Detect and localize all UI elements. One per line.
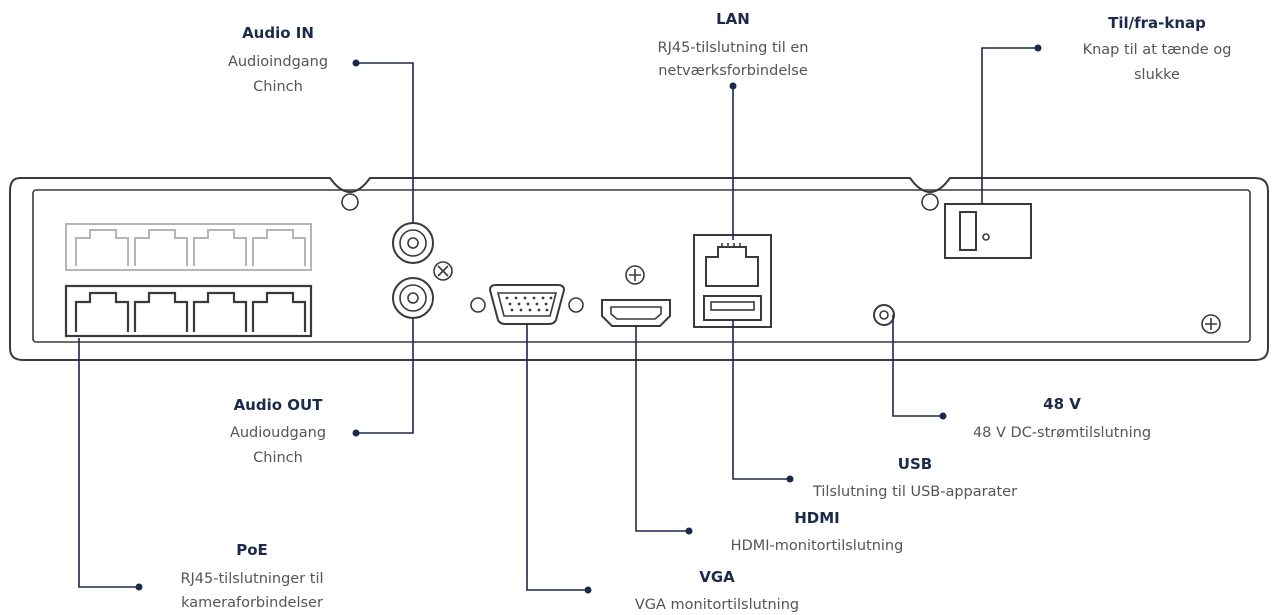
leader-switch: [981, 47, 1038, 204]
rj45-port-icon: [133, 291, 189, 332]
rj45-port-icon: [134, 229, 188, 266]
label-title: Audio OUT: [234, 396, 324, 414]
poe-ports-top-row: [65, 223, 312, 271]
label-audio-in: Audio IN Audioindgang Chinch: [228, 24, 328, 95]
audio-jacks: [392, 222, 453, 319]
audio-in-jack: [392, 222, 434, 264]
label-title: Audio IN: [242, 24, 314, 42]
poe-ports-bottom-row: [64, 284, 313, 338]
label-title: 48 V: [1043, 395, 1081, 413]
label-audio-out: Audio OUT Audioudgang Chinch: [230, 396, 326, 466]
label-hdmi: HDMI HDMI-monitortilslutning: [731, 509, 904, 554]
hdmi-port: [601, 265, 671, 327]
leader-usb: [732, 320, 790, 480]
label-poe: PoE RJ45-tilslutninger til kameraforbind…: [180, 541, 323, 611]
label-desc: Chinch: [253, 79, 303, 95]
rj45-port-icon: [192, 291, 248, 332]
label-desc: Knap til at tænde og: [1083, 42, 1232, 58]
label-title: PoE: [236, 541, 268, 559]
vga-screw-left: [470, 297, 486, 313]
label-desc: RJ45-tilslutning til en: [658, 40, 809, 56]
screw-icon: [433, 261, 453, 281]
leader-vga: [526, 324, 588, 591]
label-desc: Tilslutning til USB-apparater: [812, 484, 1017, 500]
label-title: LAN: [716, 10, 750, 28]
vga-screw-right: [568, 297, 584, 313]
label-desc: Audioudgang: [230, 425, 326, 441]
mounting-hole-left: [341, 193, 359, 211]
switch-indicator: [982, 233, 990, 241]
mounting-hole-right: [921, 193, 939, 211]
label-desc: RJ45-tilslutninger til: [180, 571, 323, 587]
chassis-inner-panel: [32, 189, 1251, 343]
rj45-port-icon: [193, 229, 247, 266]
label-switch: Til/fra-knap Knap til at tænde og slukke: [1083, 14, 1232, 83]
hdmi-connector: [601, 299, 671, 327]
label-title: VGA: [699, 568, 735, 586]
label-vga: VGA VGA monitortilslutning: [635, 568, 799, 613]
rj45-port-icon: [252, 229, 306, 266]
vga-port: [470, 284, 584, 325]
label-desc: VGA monitortilslutning: [635, 597, 799, 613]
rj45-port-icon: [75, 229, 129, 266]
dc-jack-outer: [873, 304, 895, 326]
poe-ports: [64, 223, 313, 338]
vga-pins: [505, 296, 553, 312]
switch-housing: [944, 203, 1032, 259]
label-desc: slukke: [1134, 67, 1180, 83]
label-48v: 48 V 48 V DC-strømtilslutning: [973, 395, 1151, 441]
screw-icon: [625, 265, 645, 285]
label-desc: 48 V DC-strømtilslutning: [973, 425, 1151, 441]
label-title: Til/fra-knap: [1108, 14, 1206, 32]
leader-audio-in: [356, 62, 414, 223]
label-desc: netværksforbindelse: [658, 63, 808, 79]
label-usb: USB Tilslutning til USB-apparater: [812, 455, 1017, 500]
label-desc: Audioindgang: [228, 54, 328, 70]
label-title: USB: [898, 455, 932, 473]
rj45-port-icon: [74, 291, 130, 332]
lan-rj45-port: [705, 246, 759, 287]
label-title: HDMI: [794, 509, 840, 527]
leader-48v: [892, 315, 943, 417]
rj45-port-icon: [251, 291, 307, 332]
dc-power-jack: [873, 304, 895, 326]
label-desc: Chinch: [253, 450, 303, 466]
switch-rocker: [959, 211, 977, 251]
leader-hdmi: [635, 326, 689, 532]
label-desc: HDMI-monitortilslutning: [731, 538, 904, 554]
label-desc: kameraforbindelser: [181, 595, 323, 611]
usb-port: [703, 295, 762, 321]
lan-usb-block: [693, 234, 772, 328]
leader-poe: [78, 338, 139, 588]
audio-out-jack: [392, 277, 434, 319]
leader-lines: [78, 44, 1042, 594]
leader-audio-out: [356, 318, 414, 434]
power-switch: [944, 203, 1032, 259]
screw-icon: [1201, 314, 1221, 334]
label-lan: LAN RJ45-tilslutning til en netværksforb…: [658, 10, 809, 79]
